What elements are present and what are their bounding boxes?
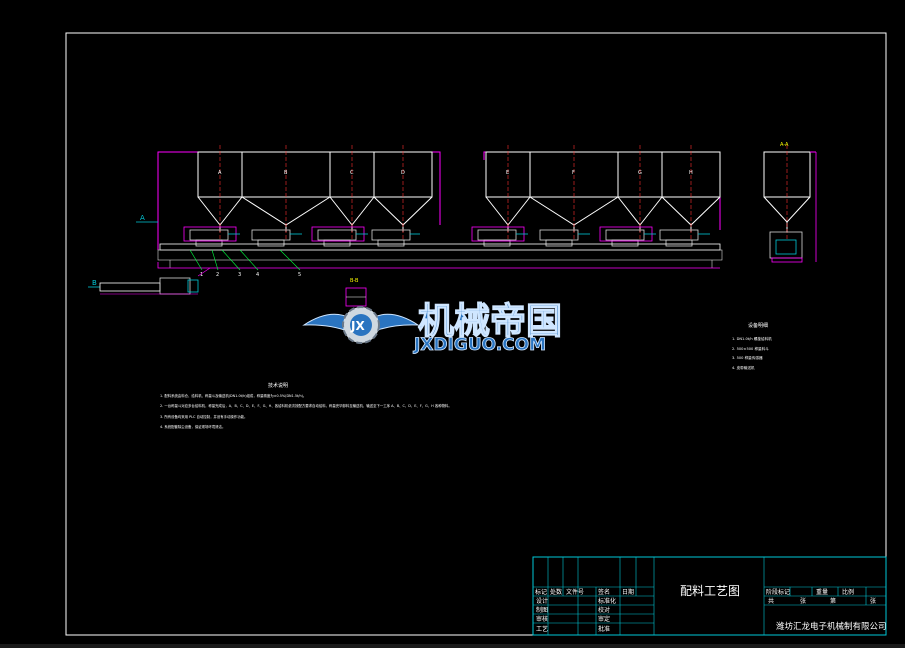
tb-mid-label: 审定 [598, 615, 610, 623]
view-bb: B-B [345, 278, 367, 307]
tb-rev-header: 标记 [535, 588, 547, 596]
hopper-letter: E [506, 170, 509, 176]
section-a-label: A [140, 214, 145, 222]
legend-item: 1. DN1.0t/h 螺旋给料机 [732, 336, 772, 341]
legend-title: 设备明细 [748, 322, 768, 329]
belt-conveyor [157, 243, 723, 269]
hopper-letter: C [350, 170, 354, 176]
leader-number: 4 [256, 272, 259, 278]
hopper-group [197, 151, 811, 232]
tb-role: 工艺 [536, 625, 548, 633]
winged-gear-logo-icon: JX [302, 306, 420, 344]
center-lines [219, 145, 788, 240]
tb-right-header: 比例 [842, 588, 854, 596]
notes-line: 1. 配料系统由料仓、给料机、称量斗及输送机(DN1.0t/h)组成，称量精度为… [160, 393, 306, 398]
tb-role: 审核 [536, 615, 548, 623]
notes-title: 技术说明 [268, 382, 288, 389]
hopper-outline-left [157, 151, 441, 250]
tb-right-header: 重量 [816, 588, 828, 596]
notes-line: 3. 所有设备均采用 PLC 自动控制，并设有手动操作功能。 [160, 414, 247, 419]
title-block: 标记 处数 文件号 签名 日期 设计 制图 审核 工艺 标准化 校对 审定 批准… [532, 556, 887, 636]
logo-letters: JX [350, 319, 365, 333]
hopper-letter: D [401, 170, 405, 176]
screw-conveyor-b: B [88, 267, 211, 295]
hopper-letter: H [689, 170, 693, 176]
tb-mid-label: 标准化 [598, 597, 616, 605]
view-bb-label: B-B [350, 278, 359, 284]
watermark: JX 机械帝国 JXDIGUO.COM [302, 300, 563, 355]
drawing-title: 配料工艺图 [680, 584, 740, 598]
tb-mid-label: 批准 [598, 625, 610, 633]
notes-line: 2. 一台称量斗对应多台给料机，称量完成后，A、B、C、D、E、F、G、H、各给… [160, 403, 452, 408]
leader-number: 3 [238, 272, 241, 278]
tb-rev-header: 签名 [598, 588, 610, 596]
hopper-letter: F [572, 170, 575, 176]
tb-sheet-label: 张 [800, 597, 806, 605]
technical-notes: 技术说明 1. 配料系统由料仓、给料机、称量斗及输送机(DN1.0t/h)组成，… [160, 382, 452, 429]
company-name: 潍坊汇龙电子机械制有限公司 [776, 621, 887, 632]
hopper-letter: B [284, 170, 288, 176]
feeder-units [189, 229, 699, 247]
leader-numbers: 1 2 3 4 5 [200, 272, 301, 278]
tb-mid-label: 校对 [598, 606, 610, 614]
section-b-label: B [92, 279, 97, 287]
drawing-frame [65, 32, 887, 636]
tb-sheet-label: 共 [768, 597, 774, 605]
view-aa-label: A-A [780, 142, 789, 148]
section-a-marker: A [136, 214, 158, 223]
tb-sheet-label: 张 [870, 597, 876, 605]
watermark-domain: JXDIGUO.COM [413, 335, 546, 355]
tb-right-header: 阶段标记 [766, 588, 790, 596]
hopper-letters: A B C D E F G H [218, 170, 693, 176]
leader-lines [189, 249, 301, 271]
equipment-legend: 设备明细 1. DN1.0t/h 螺旋给料机 2. 500×500 称量料斗 3… [732, 322, 772, 370]
tb-rev-header: 文件号 [566, 588, 584, 596]
watermark-cn-name: 机械帝国 [418, 301, 562, 342]
hopper-letter: G [638, 170, 642, 176]
leader-number: 5 [298, 272, 301, 278]
leader-number: 1 [200, 272, 203, 278]
legend-item: 2. 500×500 称量料斗 [732, 346, 769, 351]
notes-line: 4. 系统配套除尘设备，保证现场环境清洁。 [160, 424, 225, 429]
tb-sheet-label: 第 [830, 597, 836, 605]
legend-item: 3. 500 称量传感器 [732, 355, 763, 360]
tb-role: 设计 [536, 597, 548, 605]
leader-number: 2 [216, 272, 219, 278]
tb-rev-header: 日期 [622, 588, 634, 596]
bottom-edge-strip [0, 644, 905, 648]
side-view-machine [769, 151, 817, 263]
tb-role: 制图 [536, 606, 548, 614]
tb-rev-header: 处数 [550, 588, 562, 596]
legend-item: 4. 皮带输送机 [732, 365, 755, 370]
hopper-letter: A [218, 170, 222, 176]
